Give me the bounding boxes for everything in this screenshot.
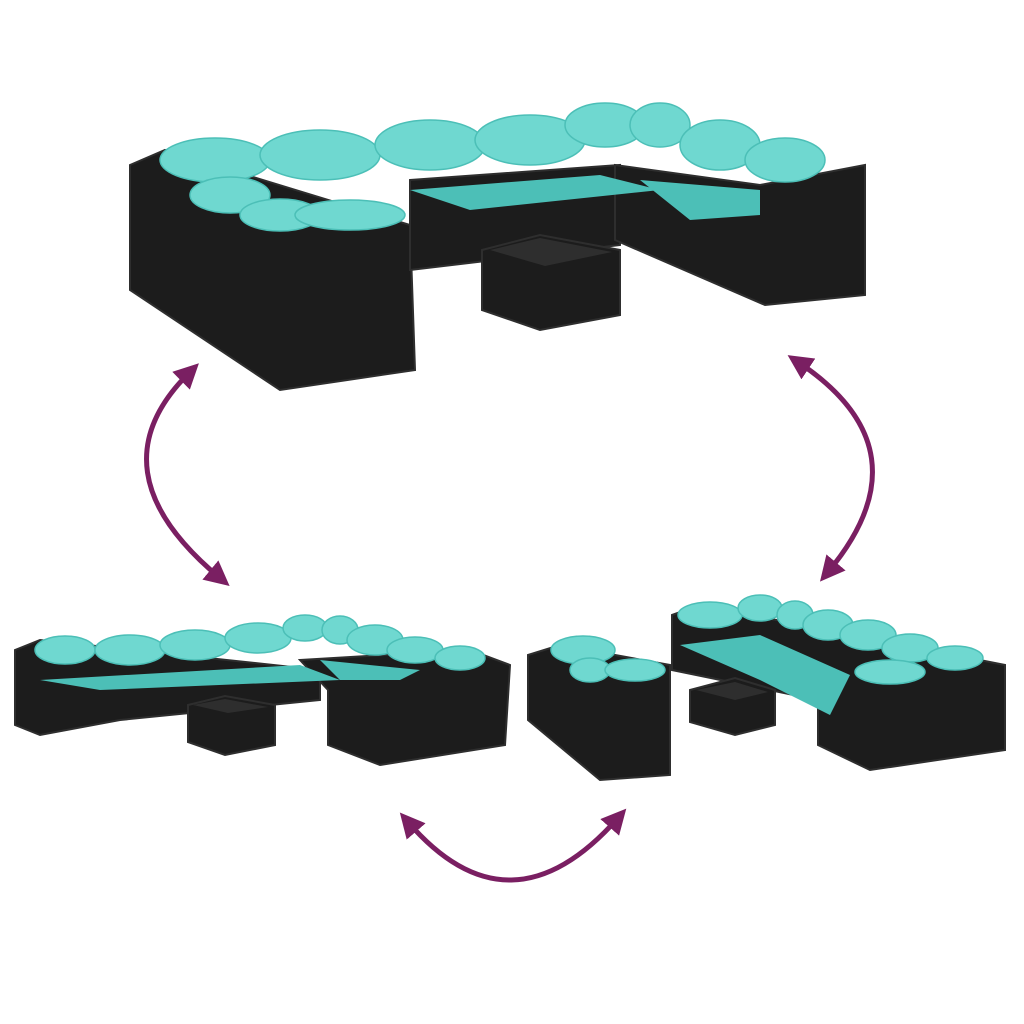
swap-arrow-top-left-icon	[144, 363, 230, 586]
coffee-table	[481, 233, 621, 332]
sofa-set-configuration-left	[14, 614, 512, 767]
sofa-set-full	[129, 102, 866, 392]
coffee-table	[187, 694, 276, 757]
sofa-set-configuration-right	[527, 594, 1006, 782]
swap-arrow-top-right-icon	[787, 355, 875, 582]
swap-arrow-bottom-icon	[399, 808, 627, 883]
